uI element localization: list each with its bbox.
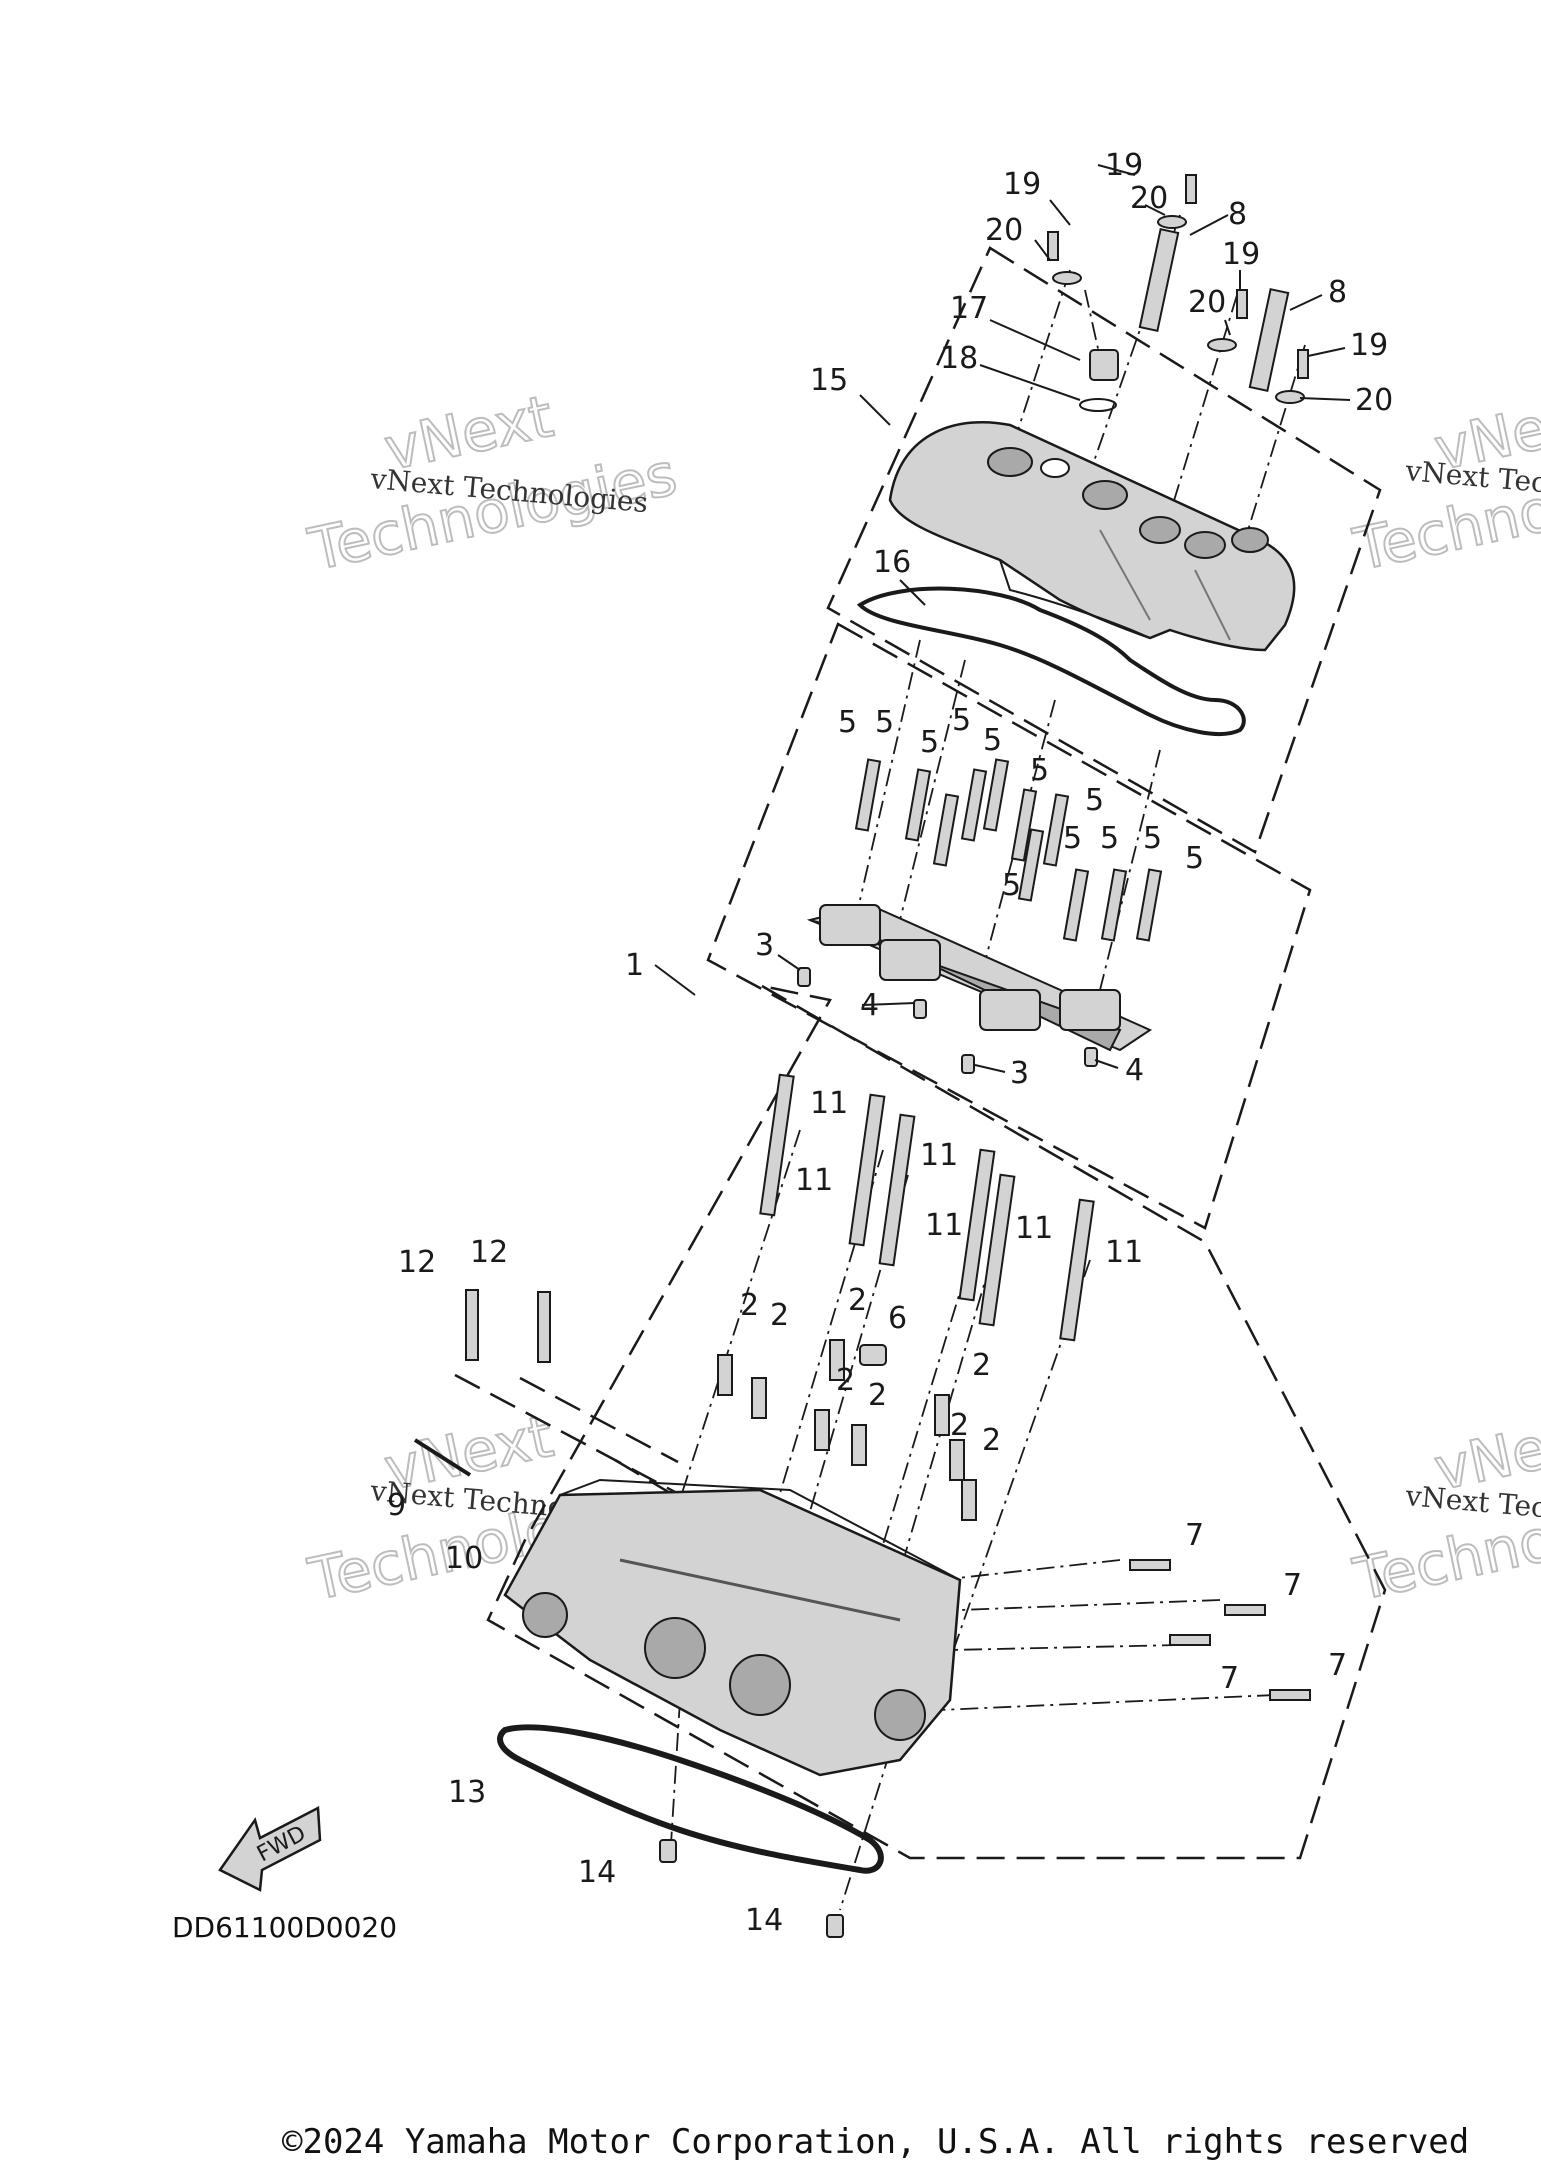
callout-7: 7: [1220, 1661, 1239, 1696]
spark-plugs: [1138, 228, 1290, 392]
cover-bolts: [1047, 174, 1309, 412]
callout-5: 5: [983, 723, 1002, 758]
callout-20: 20: [1188, 285, 1226, 320]
cover-group-outline: [826, 246, 1382, 854]
callout-2: 2: [982, 1423, 1001, 1458]
callout-5: 5: [1143, 821, 1162, 856]
callout-8: 8: [1228, 197, 1247, 232]
callout-12: 12: [398, 1245, 436, 1280]
cylinder-head-group-outline: [486, 984, 1387, 1860]
callout-3: 3: [1010, 1056, 1029, 1091]
dowel-pins: [797, 967, 1098, 1074]
callout-5: 5: [952, 703, 971, 738]
callout-11: 11: [1105, 1235, 1143, 1270]
callout-4: 4: [1125, 1053, 1144, 1088]
group-outlines: [454, 246, 1387, 1860]
drawing-code: DD61100D0020: [172, 1911, 397, 1944]
callout-19: 19: [1222, 237, 1260, 272]
callout-6: 6: [888, 1301, 907, 1336]
bolt-12-right-line: [519, 1376, 679, 1464]
callout-14: 14: [745, 1903, 783, 1938]
callout-2: 2: [740, 1288, 759, 1323]
callout-19: 19: [1003, 167, 1041, 202]
callout-19: 19: [1105, 148, 1143, 183]
callout-7: 7: [1185, 1518, 1204, 1553]
callout-20: 20: [1355, 383, 1393, 418]
callout-16: 16: [873, 545, 911, 580]
callout-20: 20: [985, 213, 1023, 248]
cylinder-head: [503, 1478, 962, 1777]
small-parts: [413, 1289, 1311, 1938]
callout-4: 4: [860, 988, 879, 1023]
callout-11: 11: [920, 1138, 958, 1173]
callout-10: 10: [445, 1541, 483, 1576]
callout-19: 19: [1350, 328, 1388, 363]
callout-3: 3: [755, 928, 774, 963]
callout-18: 18: [940, 341, 978, 376]
callout-2: 2: [950, 1408, 969, 1443]
callout-labels: 19 19 20 20 8 19 20 8 19 20 17 18 15 16 …: [387, 148, 1393, 1938]
head-gasket: [497, 1724, 884, 1874]
callout-leaders: [654, 164, 1351, 1073]
callout-2: 2: [770, 1298, 789, 1333]
callout-14: 14: [578, 1855, 616, 1890]
callout-20: 20: [1130, 181, 1168, 216]
callout-17: 17: [950, 291, 988, 326]
cylinder-head-cover: [888, 421, 1296, 652]
cover-gasket: [856, 586, 1246, 737]
callout-2: 2: [868, 1378, 887, 1413]
camshaft-cap-bolts: [854, 758, 1163, 942]
fwd-arrow-icon: FWD: [218, 1806, 322, 1892]
callout-11: 11: [925, 1208, 963, 1243]
callout-5: 5: [875, 705, 894, 740]
callout-5: 5: [1100, 821, 1119, 856]
callout-5: 5: [920, 725, 939, 760]
callout-5: 5: [1185, 841, 1204, 876]
callout-2: 2: [836, 1363, 855, 1398]
callout-5: 5: [1085, 783, 1104, 818]
callout-11: 11: [1015, 1211, 1053, 1246]
callout-5: 5: [1063, 821, 1082, 856]
watermark-left-top: vNext Technologies vNext Technologies: [302, 381, 684, 585]
watermark-right-bottom: vNext Technologies vNext Technologies: [1347, 1401, 1541, 1615]
callout-8: 8: [1328, 275, 1347, 310]
callout-7: 7: [1328, 1648, 1347, 1683]
bolt-12-left-line: [454, 1373, 691, 1502]
copyright-notice: ©2024 Yamaha Motor Corporation, U.S.A. A…: [282, 2122, 1470, 2162]
camshaft-caps: [806, 903, 1153, 1052]
callout-11: 11: [810, 1086, 848, 1121]
callout-13: 13: [448, 1775, 486, 1810]
callout-2: 2: [848, 1283, 867, 1318]
callout-1: 1: [625, 948, 644, 983]
callout-15: 15: [810, 363, 848, 398]
callout-12: 12: [470, 1235, 508, 1270]
callout-5: 5: [1030, 753, 1049, 788]
callout-2: 2: [972, 1348, 991, 1383]
callout-11: 11: [795, 1163, 833, 1198]
callout-7: 7: [1283, 1568, 1302, 1603]
cylinder-head-bolts: [759, 1073, 1095, 1342]
callout-9: 9: [387, 1488, 406, 1523]
callout-5: 5: [1002, 868, 1021, 903]
callout-5: 5: [838, 705, 857, 740]
camshaft-cap-group-outline: [706, 622, 1312, 1230]
